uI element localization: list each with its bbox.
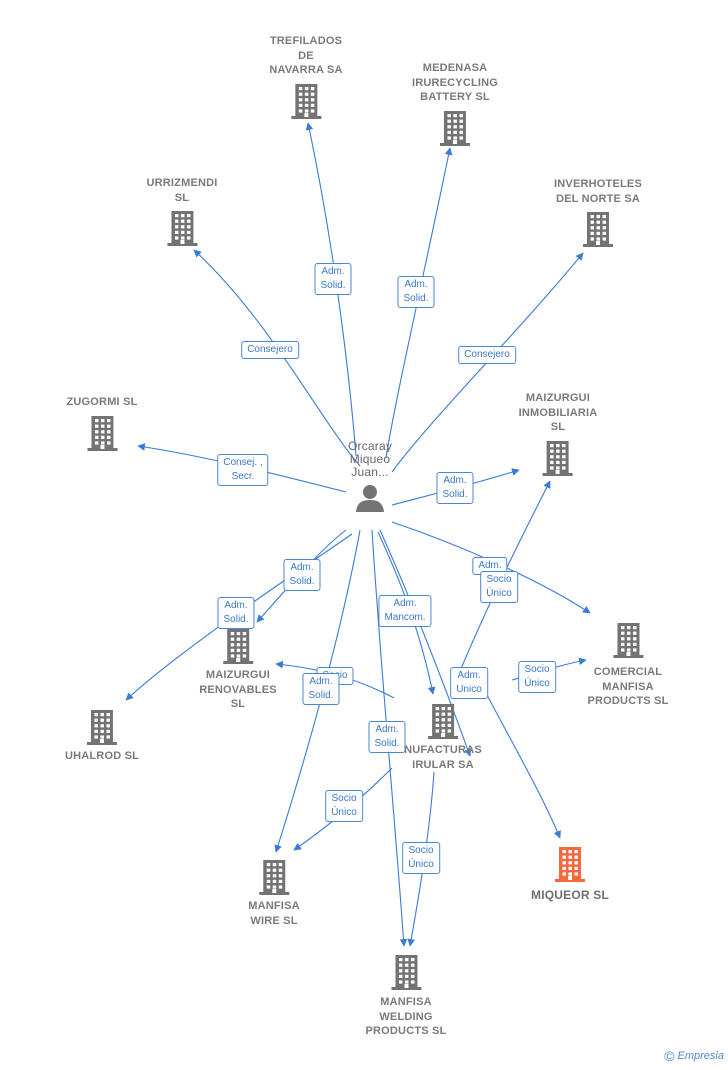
edge-label: Consej. , Secr. [217, 454, 269, 486]
building-icon [87, 415, 117, 451]
edge-label: Socio Único [402, 842, 440, 874]
person-node[interactable]: Orcaray Miqueo Juan... [348, 440, 392, 513]
company-node-comercial-manfisa[interactable]: COMERCIAL MANFISA PRODUCTS SL [587, 621, 668, 709]
company-node-zugormi[interactable]: ZUGORMI SL [66, 395, 137, 452]
company-node-trefilados[interactable]: TREFILADOS DE NAVARRA SA [269, 34, 342, 120]
edge-label: Consejero [241, 341, 299, 359]
edge-label: Adm. Solid. [397, 276, 435, 308]
edge-label: Socio Único [518, 661, 556, 693]
building-icon [428, 704, 458, 739]
edge-arrow [385, 147, 453, 459]
edge-label: Consejero [458, 346, 516, 364]
building-icon [290, 83, 321, 119]
company-node-inverhoteles[interactable]: INVERHOTELES DEL NORTE SA [554, 177, 642, 248]
edge-arrow [391, 252, 584, 473]
edge-arrow [305, 122, 357, 457]
edge-label: Adm. Solid. [436, 472, 474, 504]
company-node-manfisa-welding[interactable]: MANFISA WELDING PRODUCTS SL [365, 953, 446, 1039]
company-label: MAIZURGUI INMOBILIARIA SL [518, 392, 598, 433]
footer-brand: © Empresia [664, 1048, 724, 1064]
edge-arrow [379, 529, 472, 757]
company-label: ZUGORMI SL [66, 396, 138, 408]
building-icon [440, 110, 470, 146]
building-icon [167, 211, 197, 246]
company-label: MANFISA WELDING PRODUCTS SL [365, 996, 447, 1037]
edge-label: Adm. Unico [450, 667, 488, 699]
company-node-urrizmendi[interactable]: URRIZMENDI SL [146, 176, 217, 247]
edge-label: Socio Único [480, 571, 518, 603]
building-icon [223, 629, 253, 664]
edge-label: Adm. Solid. [368, 721, 406, 753]
edge-label: Adm. Solid. [217, 597, 255, 629]
building-icon [583, 212, 613, 247]
company-label: MANFISA WIRE SL [248, 900, 300, 927]
edge-label: Adm. Solid. [314, 263, 352, 295]
company-label: TREFILADOS DE NAVARRA SA [269, 35, 343, 76]
copyright-icon: © [664, 1048, 675, 1064]
company-label: UHALROD SL [64, 750, 140, 762]
building-icon [258, 860, 289, 895]
edge-arrow [193, 249, 361, 467]
building-icon [612, 623, 643, 658]
person-label: Orcaray Miqueo Juan... [347, 439, 393, 479]
company-node-uhalrod[interactable]: UHALROD SL [65, 708, 139, 764]
building-icon [554, 847, 585, 882]
company-label: NUFACTURAS IRULAR SA [404, 744, 482, 771]
edge-label: Adm. Mancom. [378, 595, 432, 627]
company-label: INVERHOTELES DEL NORTE SA [554, 178, 642, 205]
company-label: URRIZMENDI SL [146, 177, 218, 204]
company-node-manfisa-wire[interactable]: MANFISA WIRE SL [248, 858, 300, 928]
edge-label: Adm. [472, 557, 508, 575]
company-node-medenasa[interactable]: MEDENASA IRURECYCLING BATTERY SL [412, 61, 498, 147]
company-label: COMERCIAL MANFISA PRODUCTS SL [587, 666, 669, 707]
edge-label: Socio Único [325, 790, 363, 822]
edge-label: Adm. Solid. [283, 559, 321, 591]
company-node-maizurgui-inmobiliaria[interactable]: MAIZURGUI INMOBILIARIA SL [519, 391, 598, 477]
building-icon [390, 955, 421, 990]
person-icon [355, 485, 384, 512]
building-icon [86, 710, 117, 745]
company-label: MIQUEOR SL [530, 888, 610, 902]
company-label: MEDENASA IRURECYCLING BATTERY SL [411, 62, 499, 103]
brand-name: Empresia [677, 1050, 724, 1062]
building-icon [542, 440, 573, 476]
company-node-maizurgui-renovables[interactable]: MAIZURGUI RENOVABLES SL [199, 627, 277, 712]
company-label: MAIZURGUI RENOVABLES SL [199, 669, 277, 710]
company-node-miqueor[interactable]: MIQUEOR SL [531, 845, 609, 903]
company-node-manufacturas[interactable]: NUFACTURAS IRULAR SA [404, 702, 482, 772]
edge-label: Adm. Solid. [302, 673, 340, 705]
